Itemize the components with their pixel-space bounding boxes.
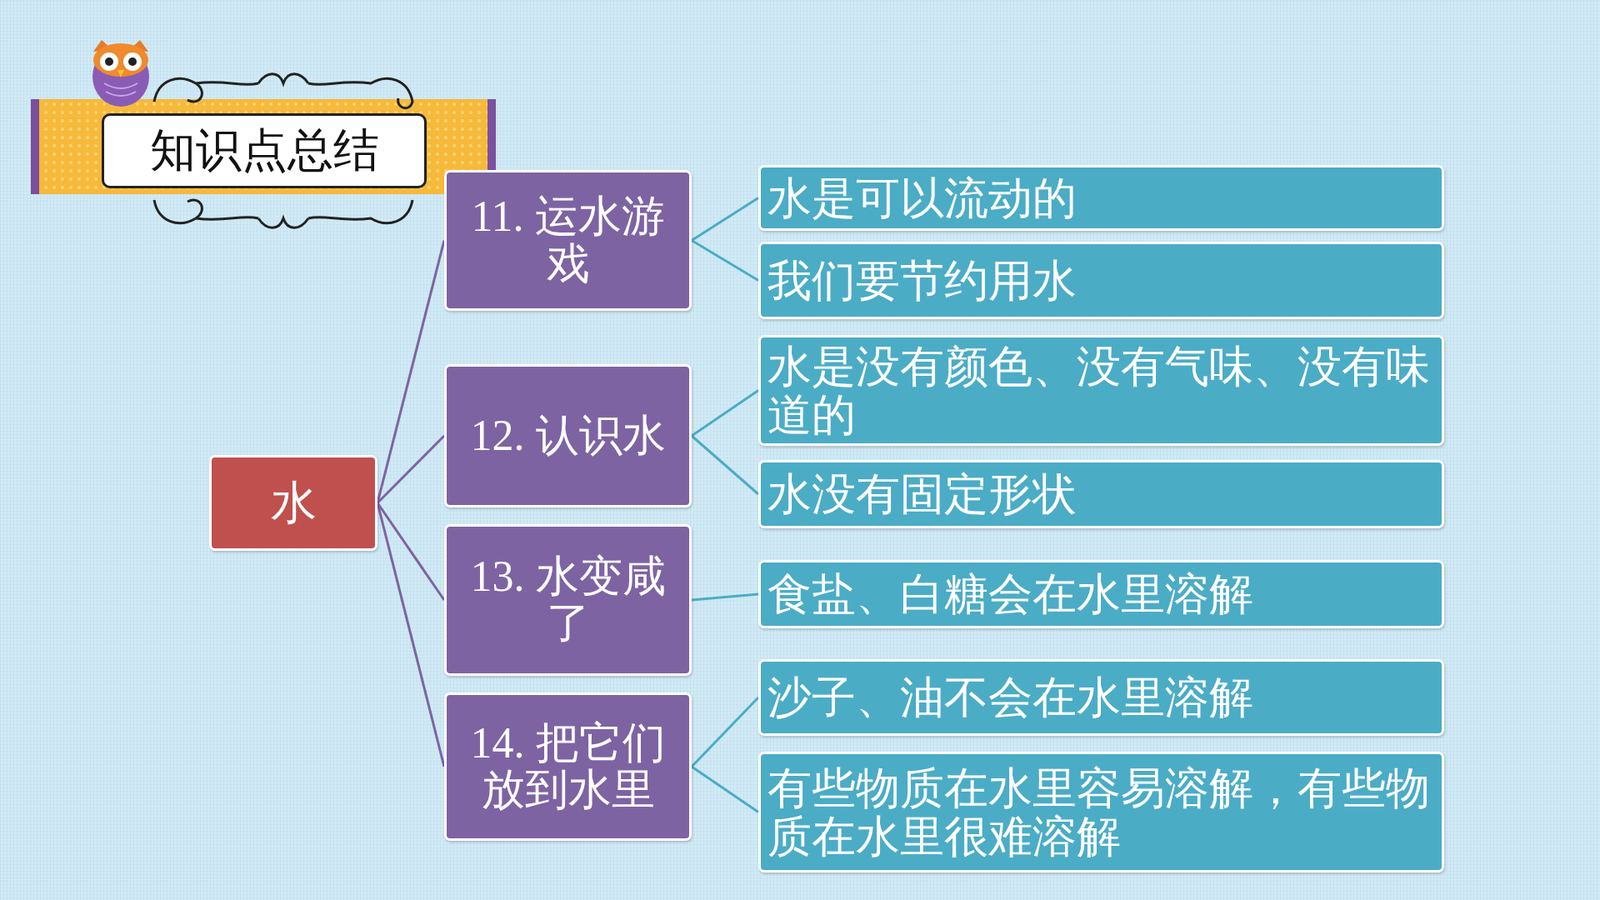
point-text: 水没有固定形状	[767, 470, 1077, 518]
label-text: 14. 把它们放到水里	[455, 720, 681, 814]
point-text: 食盐、白糖会在水里溶解	[767, 570, 1254, 618]
connector-line	[691, 198, 759, 241]
point-text: 水是没有颜色、没有气味、没有味道的	[767, 342, 1435, 438]
connector-line	[691, 240, 759, 281]
topic-box: 14. 把它们放到水里	[444, 692, 692, 841]
point-text: 水是可以流动的	[767, 174, 1077, 222]
label-text: 水	[270, 472, 317, 535]
point-box: 水是没有颜色、没有气味、没有味道的	[758, 335, 1445, 446]
point-text: 我们要节约用水	[767, 256, 1077, 305]
connector-line	[377, 503, 445, 601]
label-text: 13. 水变咸了	[455, 553, 681, 647]
topic-box: 13. 水变咸了	[444, 524, 692, 676]
owl-icon	[92, 40, 150, 107]
point-box: 我们要节约用水	[758, 241, 1445, 320]
point-text: 有些物质在水里容易溶解，有些物质在水里很难溶解	[767, 764, 1435, 860]
connector-line	[377, 435, 445, 504]
root-box: 水	[209, 455, 378, 551]
connector-line	[377, 503, 445, 768]
connector-line	[691, 766, 759, 813]
label-text: 12. 认识水	[470, 412, 666, 460]
point-box: 有些物质在水里容易溶解，有些物质在水里很难溶解	[758, 751, 1445, 873]
connector-line	[377, 240, 445, 504]
connector-line	[691, 697, 759, 767]
label-text: 11. 运水游戏	[455, 193, 681, 287]
title-text: 知识点总结	[101, 113, 427, 189]
topic-box: 12. 认识水	[444, 364, 692, 508]
connector-line	[691, 390, 759, 437]
point-box: 水没有固定形状	[758, 460, 1445, 529]
connector-line	[691, 435, 759, 495]
banner-band	[30, 99, 496, 195]
point-box: 食盐、白糖会在水里溶解	[758, 560, 1445, 629]
topic-box: 11. 运水游戏	[444, 170, 692, 311]
banner-edge	[30, 99, 40, 195]
point-text: 沙子、油不会在水里溶解	[767, 673, 1254, 721]
connector-line	[691, 594, 759, 600]
point-box: 水是可以流动的	[758, 165, 1445, 231]
point-box: 沙子、油不会在水里溶解	[758, 659, 1445, 736]
